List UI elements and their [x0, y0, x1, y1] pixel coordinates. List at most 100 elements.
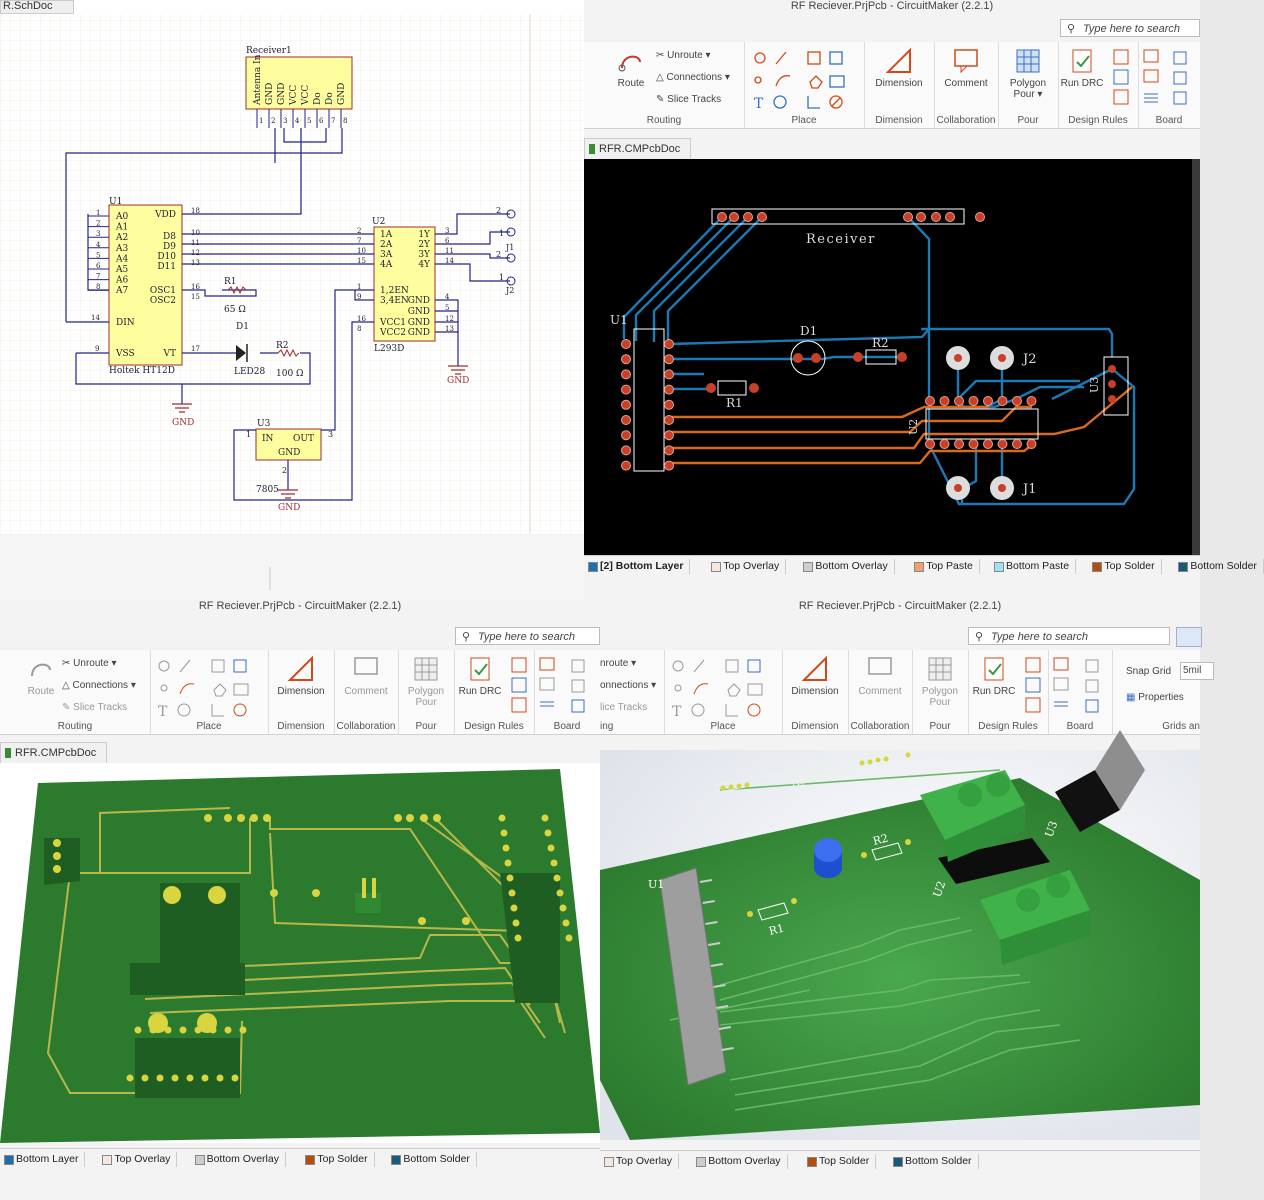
u2-pad: [925, 396, 935, 406]
layer-tab[interactable]: Top Solder: [303, 1152, 375, 1167]
u1-outline: [633, 328, 665, 472]
j1-pin1: 1: [499, 229, 504, 238]
layer-tab[interactable]: [2] Bottom Layer: [586, 559, 691, 574]
slice-tracks-button-a[interactable]: ✎ Slice Tracks: [62, 702, 128, 713]
run-drc-button-a[interactable]: Run DRC: [458, 656, 502, 697]
u2-right-pin-label: 4Y: [418, 260, 431, 270]
snap-grid-input[interactable]: 5mil: [1180, 662, 1214, 680]
u2-right-pin-number: 5: [445, 304, 449, 312]
r2-symbol[interactable]: [277, 348, 300, 358]
rules-tools-icons[interactable]: [1110, 48, 1134, 108]
u2-left-pin-label: 3,4EN: [380, 296, 409, 306]
layer-tab[interactable]: Bottom Solder: [891, 1154, 979, 1169]
place-tools-icons-b[interactable]: T: [664, 654, 782, 722]
polygon-pour-button[interactable]: Polygon Pour ▾: [1002, 48, 1054, 100]
layer-tab[interactable]: Top Overlay: [709, 559, 787, 574]
board-group-a: Board: [534, 650, 600, 734]
unroute-button[interactable]: ✂ Unroute ▾: [656, 50, 711, 61]
slice-tracks-button-b[interactable]: lice Tracks: [600, 702, 648, 713]
u1-body[interactable]: [108, 204, 183, 366]
run-drc-button[interactable]: Run DRC: [1060, 48, 1104, 89]
unroute-button-b[interactable]: nroute ▾: [600, 658, 637, 669]
route-button[interactable]: Route: [614, 48, 648, 89]
rules-tools-icons-b[interactable]: [1022, 656, 1046, 716]
run-drc-button-b[interactable]: Run DRC: [972, 656, 1016, 697]
layer-tab[interactable]: Top Overlay: [602, 1154, 680, 1169]
dimension-button-a[interactable]: Dimension: [274, 655, 328, 697]
receiver-body[interactable]: [245, 56, 353, 110]
d1-pad-a: [793, 353, 803, 363]
comment-button[interactable]: Comment: [936, 48, 996, 89]
layer-tab[interactable]: Bottom Overlay: [193, 1152, 286, 1167]
u1-pad: [621, 384, 631, 395]
layer-color-swatch: [893, 1157, 903, 1167]
schematic-tab[interactable]: R.SchDoc: [0, 0, 74, 14]
board-tools-icons-b[interactable]: [1050, 656, 1112, 716]
rules-tools-icons-a[interactable]: [508, 656, 532, 716]
search-box-a[interactable]: ⚲Type here to search: [455, 627, 600, 645]
layer-tab[interactable]: Bottom Solder: [389, 1152, 477, 1167]
comment-icon-b: [867, 656, 893, 682]
receiver-silk-label: Receiver: [806, 232, 876, 247]
unroute-label-a: Unroute: [73, 658, 109, 669]
connections-button[interactable]: △ Connections ▾: [656, 72, 730, 83]
search-box-b[interactable]: ⚲Type here to search: [968, 627, 1170, 645]
unroute-button-a[interactable]: ✂ Unroute ▾: [62, 658, 117, 669]
comment-button-b[interactable]: Comment: [850, 656, 910, 697]
layer-color-swatch: [1178, 562, 1189, 572]
layer-tab-label: Bottom Solder: [905, 1155, 972, 1167]
properties-button[interactable]: ▦ Properties: [1126, 692, 1184, 703]
board-tools-icons[interactable]: [1140, 48, 1200, 108]
pcb-2d-canvas[interactable]: Receiver U1 D1 R2 R1 J2 J1 U2 U3: [584, 159, 1200, 555]
layer-tab[interactable]: Bottom Layer: [2, 1152, 86, 1167]
schematic-canvas[interactable]: Receiver1 Antenna In1GND2GND3VCC4VCC5Do6…: [0, 0, 584, 600]
receiver-pin-number: 2: [271, 117, 275, 125]
layer-tab[interactable]: Top Solder: [1090, 559, 1162, 574]
board-tools-icons-a[interactable]: [536, 656, 600, 716]
share-button[interactable]: [1176, 627, 1202, 647]
r1-symbol[interactable]: [227, 285, 247, 295]
board-group-label-a: Board: [553, 721, 581, 732]
layer-tab[interactable]: Bottom Overlay: [801, 559, 895, 574]
pcb-doc-tab[interactable]: RFR.CMPcbDoc: [584, 138, 692, 159]
j2-pads: [946, 346, 1014, 370]
dip-pin-top: [149, 1026, 157, 1034]
layer-tab[interactable]: Bottom Overlay: [694, 1154, 788, 1169]
pcb-3d-canvas-b[interactable]: Receiver U1 R1 R2 U2 U3: [600, 730, 1200, 1140]
gnd-symbols: [172, 365, 468, 499]
route-button-a[interactable]: Route: [24, 656, 58, 697]
place-tools-icons-a[interactable]: T: [150, 654, 268, 722]
u2-body[interactable]: [373, 226, 436, 342]
led-d1-symbol[interactable]: [236, 345, 246, 361]
receiver-pad: [757, 212, 767, 222]
u3-body[interactable]: [255, 428, 322, 461]
connections-button-a[interactable]: △ Connections ▾: [62, 680, 136, 691]
layer-tab[interactable]: Top Paste: [912, 559, 980, 574]
polygon-pour-button-a[interactable]: Polygon Pour: [400, 656, 452, 708]
layer-tab[interactable]: Top Overlay: [100, 1152, 178, 1167]
pcb-doc-tab-a[interactable]: RFR.CMPcbDoc: [0, 742, 108, 763]
u1-left-pin-number: 6: [96, 262, 101, 270]
u1-right-pin-number: 13: [191, 259, 200, 267]
comment-icon-a: [353, 656, 379, 682]
u2-pad: [1012, 439, 1022, 449]
pcb-3d-canvas-a[interactable]: [0, 763, 600, 1143]
layer-tab[interactable]: Top Solder: [805, 1154, 877, 1169]
pcb-vertical-scrollbar[interactable]: [1192, 159, 1200, 555]
u1-3d-pin: [699, 879, 713, 883]
dimension-button[interactable]: Dimension: [872, 47, 926, 89]
u1-3d-pin-a: [498, 814, 506, 822]
comment-button-a[interactable]: Comment: [336, 656, 396, 697]
r2-pad-2: [897, 352, 907, 362]
connections-button-b[interactable]: onnections ▾: [600, 680, 657, 691]
polygon-pour-button-b[interactable]: Polygon Pour: [914, 656, 966, 708]
search-box[interactable]: ⚲Type here to search: [1060, 19, 1200, 37]
search-icon-a: ⚲: [462, 631, 471, 643]
dimension-icon-b: [801, 655, 828, 682]
dimension-button-b[interactable]: Dimension: [788, 655, 842, 697]
slice-tracks-button[interactable]: ✎ Slice Tracks: [656, 94, 722, 105]
layer-tab[interactable]: Bottom Solder: [1176, 559, 1264, 574]
place-tools-icons[interactable]: T: [744, 46, 864, 116]
layer-tab[interactable]: Bottom Paste: [992, 559, 1077, 574]
u2-pad: [1026, 396, 1037, 406]
